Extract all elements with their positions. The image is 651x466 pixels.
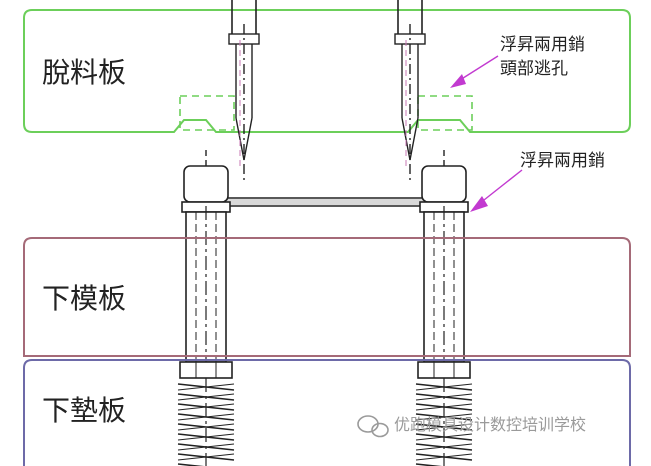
spring-left: [177, 361, 235, 466]
head-relief-pocket-left: [179, 95, 235, 131]
spring-right: [415, 361, 473, 466]
lower-die-plate-label: 下模板: [42, 282, 126, 315]
lifter-pin-right: [419, 150, 469, 364]
stripper-plate-label: 脫料板: [42, 56, 126, 89]
stripper-plate: 脫料板: [23, 9, 631, 133]
stripper-plate-outline: [23, 9, 631, 133]
upper-pin-right: [394, 0, 426, 184]
lower-die-plate-outline: [23, 237, 631, 357]
lower-pad-plate-outline: [23, 359, 631, 466]
upper-pin-left: [228, 0, 260, 184]
strip-workpiece: [226, 197, 424, 207]
lower-die-plate: 下模板: [23, 237, 631, 357]
callout-head-relief-line2: 頭部逃孔: [500, 59, 568, 79]
lifter-pin-left: [181, 150, 231, 364]
lower-pad-plate-label: 下墊板: [42, 394, 126, 427]
watermark: 优跑模具设计数控培训学校: [357, 415, 586, 438]
wechat-logo-icon: [357, 415, 389, 438]
lower-pad-plate: 下墊板: [23, 359, 631, 466]
watermark-text: 优跑模具设计数控培训学校: [394, 415, 586, 434]
callout-lifter-pin-label: 浮昇兩用銷: [520, 151, 605, 171]
callout-lifter-pin: 浮昇兩用銷: [470, 151, 605, 212]
callout-head-relief-line1: 浮昇兩用銷: [500, 35, 585, 55]
callout-head-relief: 浮昇兩用銷 頭部逃孔: [450, 35, 585, 88]
